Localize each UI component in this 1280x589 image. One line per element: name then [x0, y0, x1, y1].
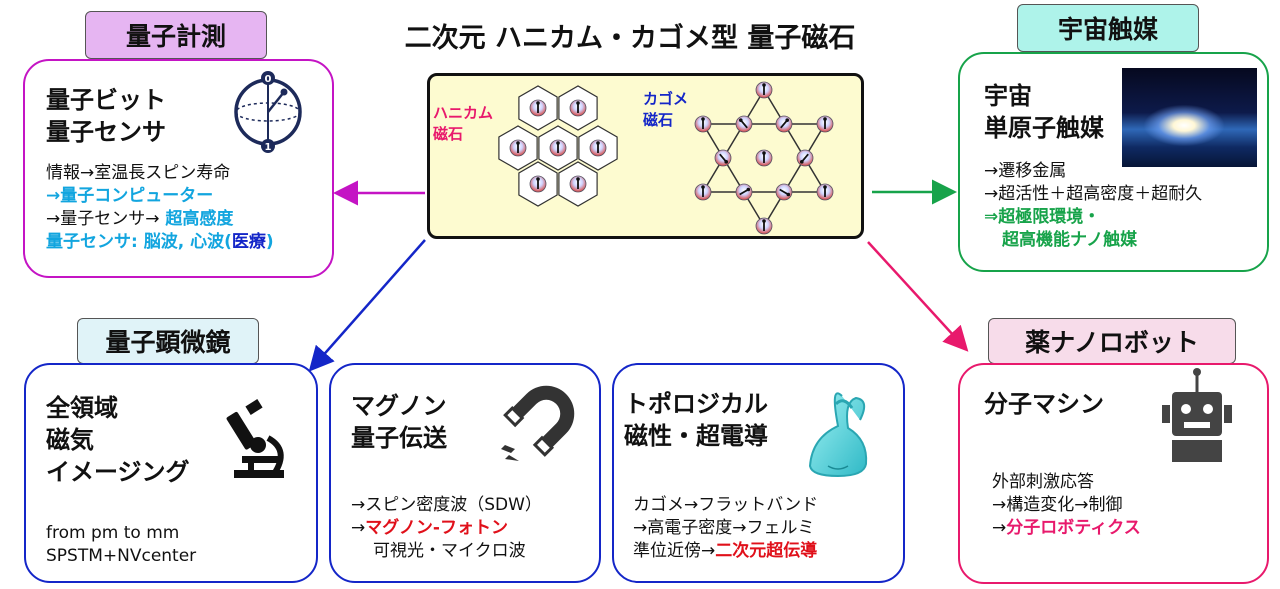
- qm-line3: →量子センサ→ 超高感度: [46, 208, 274, 231]
- ms-line2: SPSTM+NVcenter: [46, 546, 197, 566]
- tp-line3: 準位近傍→二次元超伝導: [633, 540, 818, 563]
- svg-text:0: 0: [265, 74, 272, 85]
- ms-line1: from pm to mm: [46, 523, 180, 543]
- topological-text: カゴメ→フラットバンド →高電子密度→フェルミ 準位近傍→二次元超伝導: [633, 494, 818, 563]
- qm-line4: 量子センサ: 脳波, 心波(医療): [46, 231, 274, 254]
- sc-line3: ⇒超極限環境・: [984, 207, 1101, 227]
- spin-sites: [509, 81, 834, 235]
- tp-line3-highlight: 二次元超伝導: [715, 541, 818, 561]
- kagome-label: カゴメ 磁石: [643, 90, 689, 129]
- space-catalyst-text: →遷移金属 →超活性＋超高密度＋超耐久 ⇒超極限環境・ 超高機能ナノ触媒: [984, 160, 1202, 252]
- kagome-triangle-up: [701, 88, 827, 193]
- qm-line4-highlight: 医療: [231, 232, 266, 252]
- nr-line2: →構造変化→制御: [992, 495, 1123, 515]
- magnon-title: マグノン 量子伝送: [351, 392, 447, 452]
- arrow-to-nanorobot: [867, 241, 969, 352]
- magnon-text: →スピン密度波（SDW） →マグノン-フォトン 可視光・マイクロ波: [351, 494, 542, 563]
- tag-space-catalyst: 宇宙触媒: [1017, 4, 1199, 52]
- nr-line3: →分子ロボティクス: [992, 517, 1141, 540]
- mg-line2-highlight: マグノン-フォトン: [365, 518, 508, 538]
- mg-line1: →スピン密度波（SDW）: [351, 495, 542, 515]
- qm-line3-prefix: →量子センサ→: [46, 209, 160, 229]
- qm-line2: →量子コンピューター: [46, 186, 214, 206]
- tp-line2: →高電子密度→フェルミ: [633, 518, 815, 538]
- qm-line4-suffix: ): [265, 232, 274, 252]
- nr-line3-prefix: →: [992, 518, 1007, 538]
- tag-quantum-microscope: 量子顕微鏡: [77, 318, 259, 364]
- sc-line4: 超高機能ナノ触媒: [1002, 230, 1138, 250]
- nanorobot-title: 分子マシン: [984, 390, 1104, 418]
- tp-line3-prefix: 準位近傍→: [633, 541, 716, 561]
- topological-title: トポロジカル 磁性・超電導: [624, 390, 768, 450]
- qm-line4-prefix: 量子センサ: 脳波, 心波(: [46, 232, 232, 252]
- magnet-core-box: [427, 73, 864, 239]
- mg-line3: 可視光・マイクロ波: [373, 541, 526, 561]
- qm-line1: 情報→室温長スピン寿命: [46, 163, 231, 183]
- earth-sunrise-image: [1122, 68, 1257, 167]
- microscopy-title: 全領域 磁気 イメージング: [46, 394, 190, 486]
- page-title: 二次元 ハニカム・カゴメ型 量子磁石: [404, 23, 856, 54]
- microscopy-text: from pm to mm SPSTM+NVcenter: [46, 522, 196, 568]
- nr-line1: 外部刺激応答: [992, 472, 1094, 492]
- kagome-lattice: [701, 88, 827, 228]
- mg-line2-prefix: →: [351, 518, 366, 538]
- mg-line2: →マグノン-フォトン: [351, 517, 542, 540]
- honeycomb-label: ハニカム 磁石: [433, 104, 494, 143]
- tag-quantum-measurement: 量子計測: [85, 11, 267, 59]
- arrow-to-microscope: [308, 239, 426, 372]
- sc-line2: →超活性＋超高密度＋超耐久: [984, 184, 1203, 204]
- quantum-measurement-title: 量子ビット 量子センサ: [46, 86, 166, 146]
- quantum-measurement-text: 情報→室温長スピン寿命 →量子コンピューター →量子センサ→ 超高感度 量子セン…: [46, 162, 274, 254]
- kagome-triangle-down: [701, 123, 827, 228]
- qm-line3-highlight: 超高感度: [159, 209, 234, 229]
- svg-text:1: 1: [265, 142, 272, 153]
- tp-line1: カゴメ→フラットバンド: [633, 495, 819, 515]
- nr-line3-highlight: 分子ロボティクス: [1006, 518, 1141, 538]
- space-catalyst-title: 宇宙 単原子触媒: [984, 82, 1104, 142]
- nanorobot-text: 外部刺激応答 →構造変化→制御 →分子ロボティクス: [992, 471, 1141, 540]
- sc-line1: →遷移金属: [984, 161, 1067, 181]
